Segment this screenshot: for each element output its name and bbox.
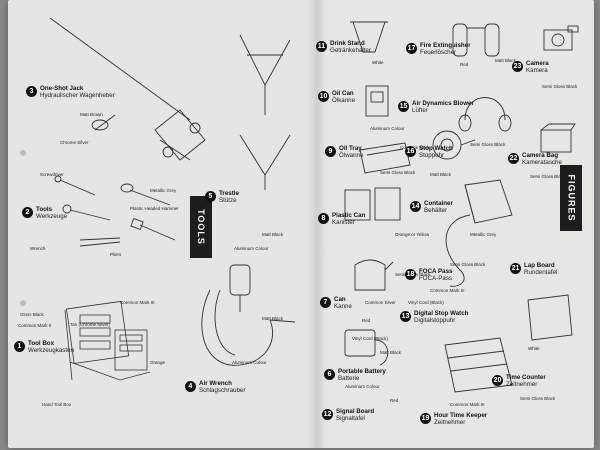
blower-drawing bbox=[432, 130, 476, 160]
plastic-can-drawing bbox=[344, 187, 401, 221]
color-tag: Vinyl Cord (Black) bbox=[408, 300, 444, 305]
color-tag: Semi Gloss Black bbox=[450, 262, 486, 267]
can-drawing bbox=[354, 259, 394, 291]
color-tag: Matt Black bbox=[262, 232, 284, 237]
color-tag: Red bbox=[362, 318, 371, 323]
color-tag: Orange or Yellow bbox=[395, 232, 430, 237]
color-tag: Pliers bbox=[110, 252, 122, 257]
color-tag: Metallic Grey bbox=[150, 188, 177, 193]
drink-stand-drawing bbox=[350, 21, 388, 53]
camera-bag-drawing bbox=[540, 123, 576, 153]
color-tag: Hand Tool Box bbox=[42, 402, 72, 407]
tools-drawing bbox=[54, 175, 176, 247]
right-page bbox=[326, 0, 594, 448]
color-tag: Matt Black bbox=[495, 58, 517, 63]
trestle-drawing bbox=[239, 34, 291, 190]
battery-drawing bbox=[344, 329, 389, 366]
air-wrench-drawing bbox=[201, 264, 296, 366]
color-tag: Wrench bbox=[30, 246, 46, 251]
section-tab-figures: FIGURES bbox=[560, 165, 582, 231]
color-tag: Aluminum Colour bbox=[345, 384, 380, 389]
section-tab-tools: TOOLS bbox=[190, 196, 212, 258]
color-tag: Semi Gloss Black bbox=[520, 396, 556, 401]
container-drawing bbox=[464, 179, 513, 224]
color-tag: Semi Gloss Black bbox=[380, 170, 416, 175]
color-tag: Red bbox=[390, 398, 399, 403]
color-tag: Gloss Black bbox=[20, 312, 44, 317]
color-tag: Screwdriver bbox=[40, 172, 64, 177]
color-tag: Semi Gloss Black bbox=[542, 84, 578, 89]
color-tag: Aluminum Colour bbox=[234, 246, 269, 251]
oil-tray-drawing bbox=[359, 142, 411, 174]
color-tag: Common Silver bbox=[365, 300, 396, 305]
color-tag: Metallic Grey bbox=[470, 232, 497, 237]
stop-watch-cord-drawing bbox=[445, 214, 471, 287]
color-tag: Semi Gloss Black bbox=[470, 142, 506, 147]
jack-drawing bbox=[49, 17, 206, 161]
oil-can-drawing bbox=[365, 85, 389, 117]
page-fold bbox=[308, 0, 326, 448]
camera-drawing bbox=[543, 25, 579, 51]
color-tag: Matt Black bbox=[380, 350, 402, 355]
color-tag: Common Mark II bbox=[18, 323, 52, 328]
color-tag: Semi Gloss Black bbox=[530, 174, 566, 179]
color-tag: Tan (Chrome Silver) bbox=[70, 322, 111, 327]
color-tag: Vinyl Cord (Black) bbox=[352, 336, 388, 341]
organizer-drawing bbox=[444, 337, 513, 393]
color-tag: Common Mark III bbox=[430, 288, 465, 293]
punch-hole bbox=[20, 300, 26, 306]
color-tag: Aluminum Colour bbox=[232, 360, 267, 365]
color-tag: Matt Black bbox=[262, 316, 284, 321]
color-tag: Plastic Headed Hammer bbox=[130, 206, 179, 211]
color-tag: Orange bbox=[150, 360, 166, 365]
color-tag: Aluminum Colour bbox=[370, 126, 405, 131]
fire-extinguisher-drawing bbox=[452, 23, 500, 57]
color-tag: Matt Brown bbox=[80, 112, 103, 117]
color-tag: Red bbox=[460, 62, 469, 67]
color-tag: White bbox=[372, 60, 384, 65]
lap-board-drawing bbox=[527, 294, 573, 341]
color-tag: Common Mark III bbox=[120, 300, 155, 305]
color-tag: Matt Black bbox=[430, 172, 452, 177]
tool-box-drawing bbox=[64, 300, 151, 381]
color-tag: Common Mark III bbox=[450, 402, 485, 407]
headset-drawing bbox=[458, 97, 512, 132]
color-tag: White bbox=[528, 346, 540, 351]
color-tag: Chrome Silver bbox=[60, 140, 89, 145]
punch-hole bbox=[20, 150, 26, 156]
instruction-sheet bbox=[8, 0, 594, 448]
